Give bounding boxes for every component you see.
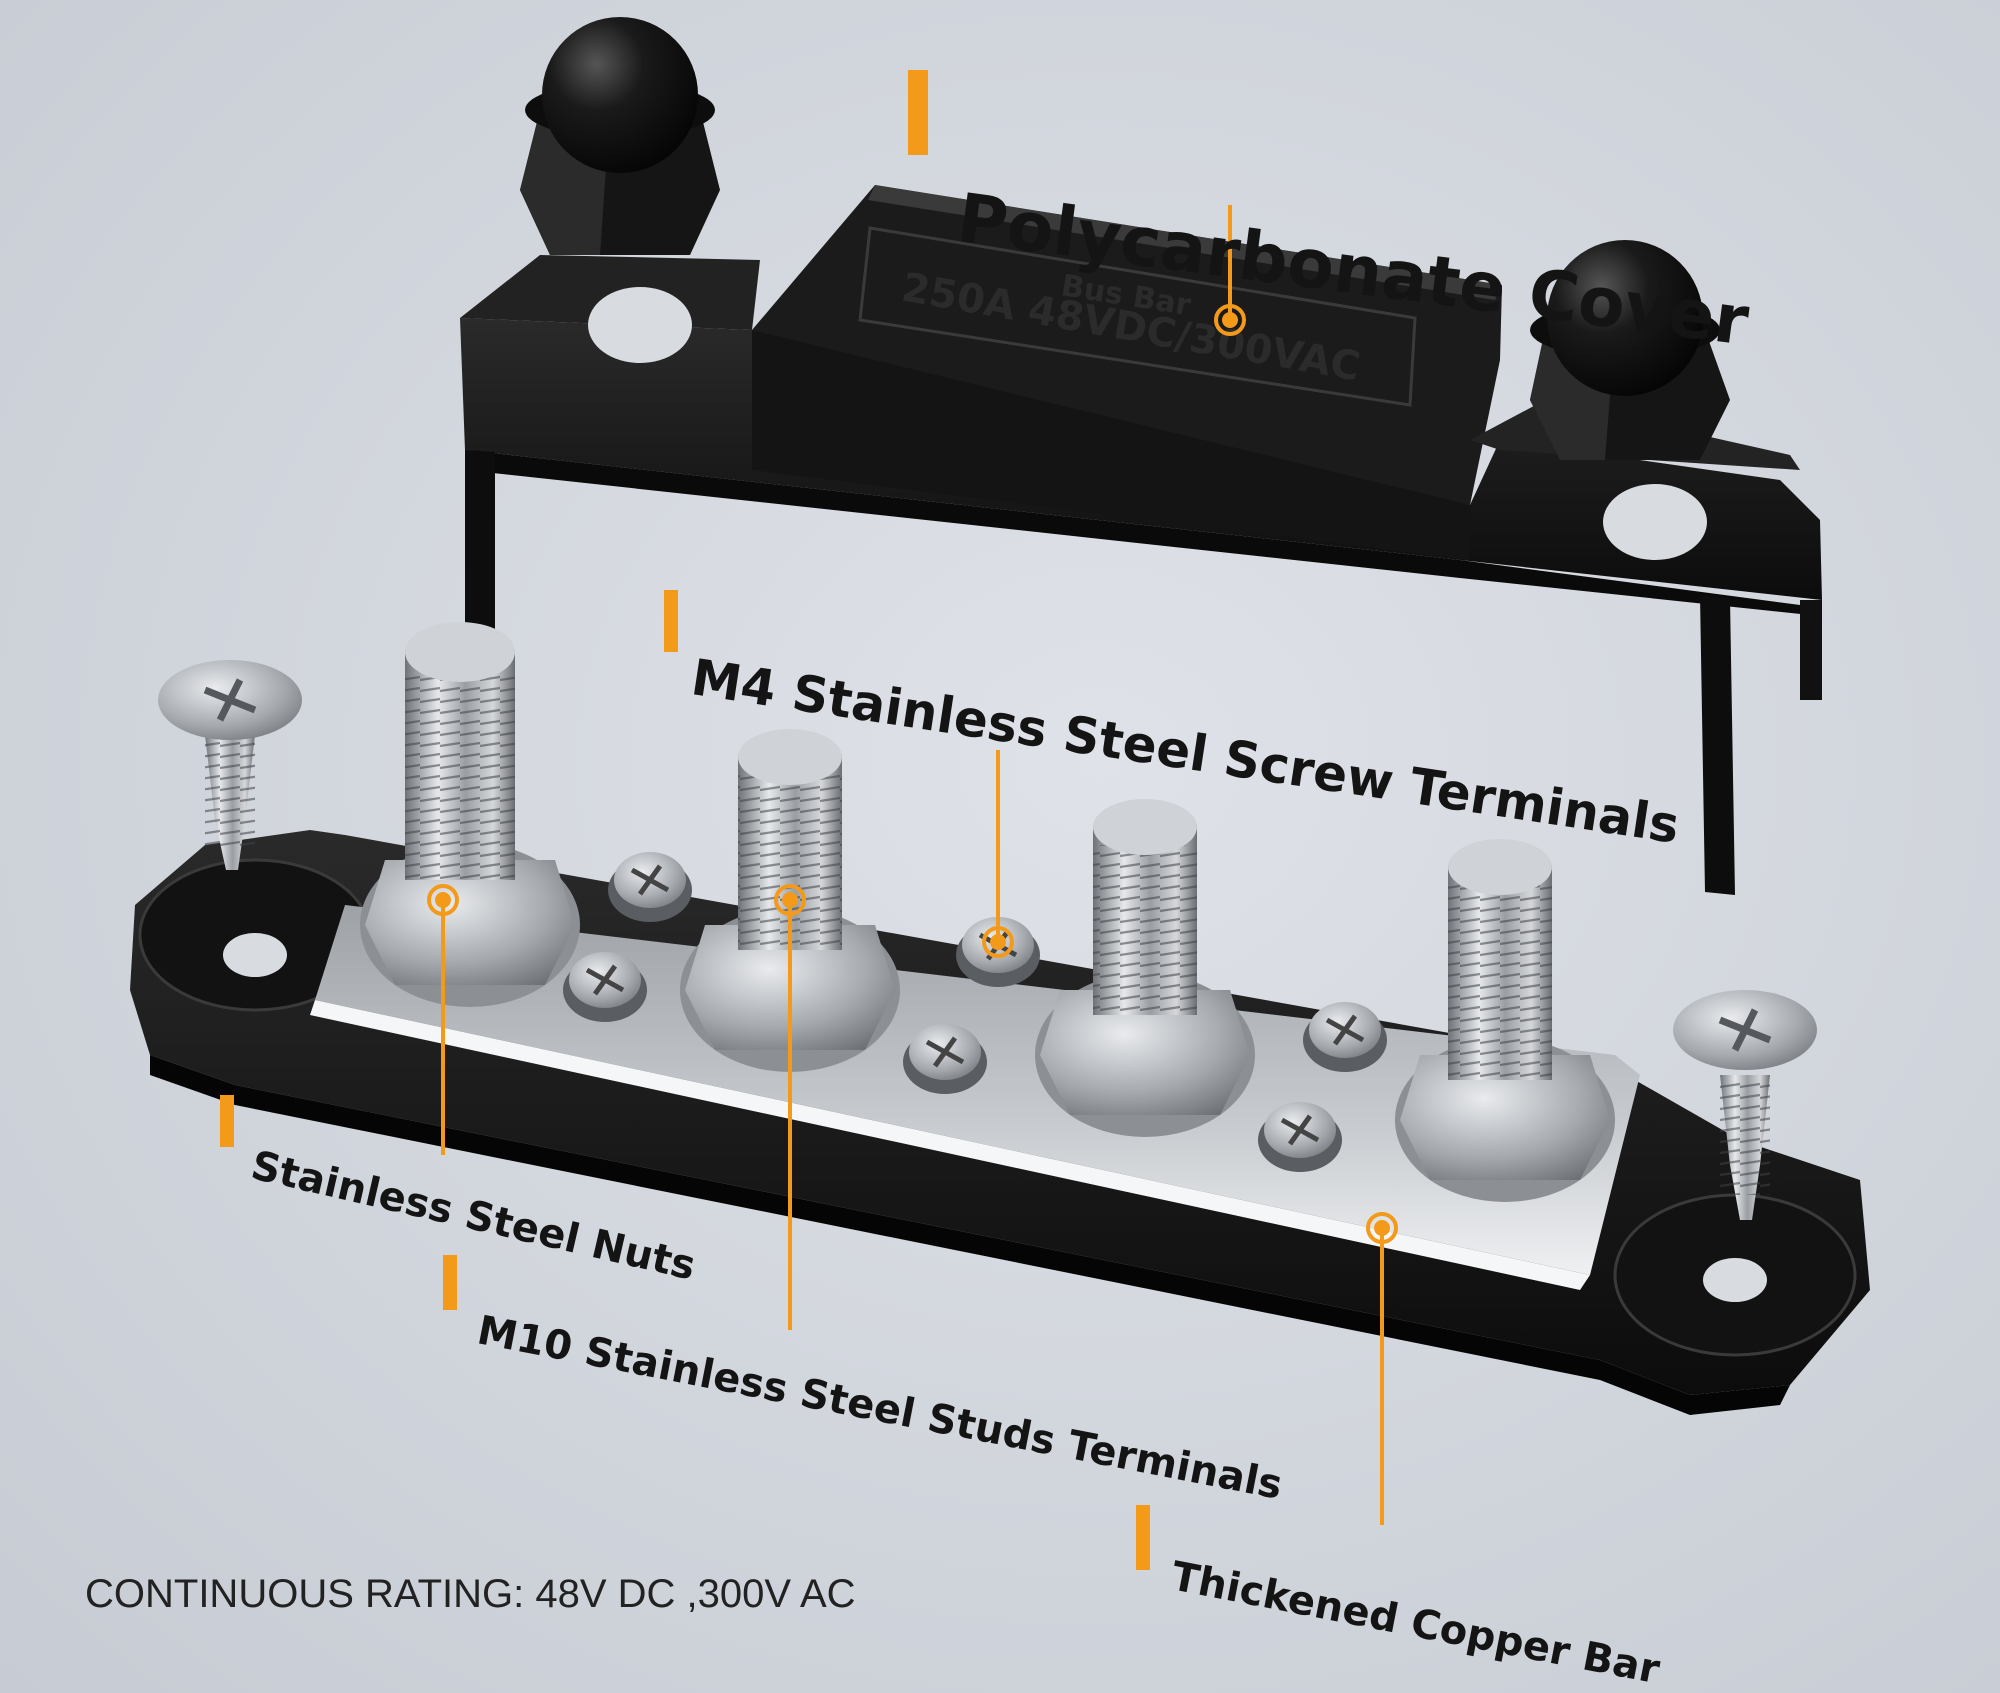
m4-screw <box>1258 1102 1342 1172</box>
mount-hole-right <box>1703 1258 1767 1302</box>
callout-screw-terminals <box>982 750 1014 958</box>
mount-hole-left <box>223 933 287 977</box>
continuous-rating-text: CONTINUOUS RATING: 48V DC ,300V AC <box>85 1572 856 1616</box>
m4-screw <box>903 1024 987 1094</box>
polycarbonate-cover: Bus Bar 250A 48VDC/300VAC <box>460 185 1822 895</box>
m10-stud <box>1035 799 1255 1137</box>
accent-bar-cover <box>908 70 928 155</box>
callout-studs <box>774 884 806 1330</box>
m4-screw <box>1303 1002 1387 1072</box>
callout-dot-cover <box>1214 304 1246 336</box>
m4-screw <box>563 952 647 1022</box>
m4-screw <box>608 852 692 922</box>
mounting-screw-left <box>158 660 302 870</box>
accent-bar-screw-terminals <box>664 590 678 652</box>
cover-hole-left <box>588 287 692 363</box>
accent-bar-copper-bar <box>1136 1505 1150 1570</box>
callout-cover <box>1214 205 1246 336</box>
callout-copper-bar <box>1366 1212 1398 1525</box>
cover-cap-right <box>1530 240 1730 460</box>
m10-stud <box>360 622 580 1007</box>
m10-stud <box>1395 839 1615 1202</box>
cover-cap-left <box>520 17 720 255</box>
copper-bar-plate <box>310 905 1640 1290</box>
accent-bar-studs <box>443 1255 457 1310</box>
accent-bar-nuts <box>220 1095 234 1147</box>
callout-nuts <box>427 884 459 1155</box>
cover-hole-right <box>1603 484 1707 560</box>
mounting-screw-right <box>1673 990 1817 1220</box>
